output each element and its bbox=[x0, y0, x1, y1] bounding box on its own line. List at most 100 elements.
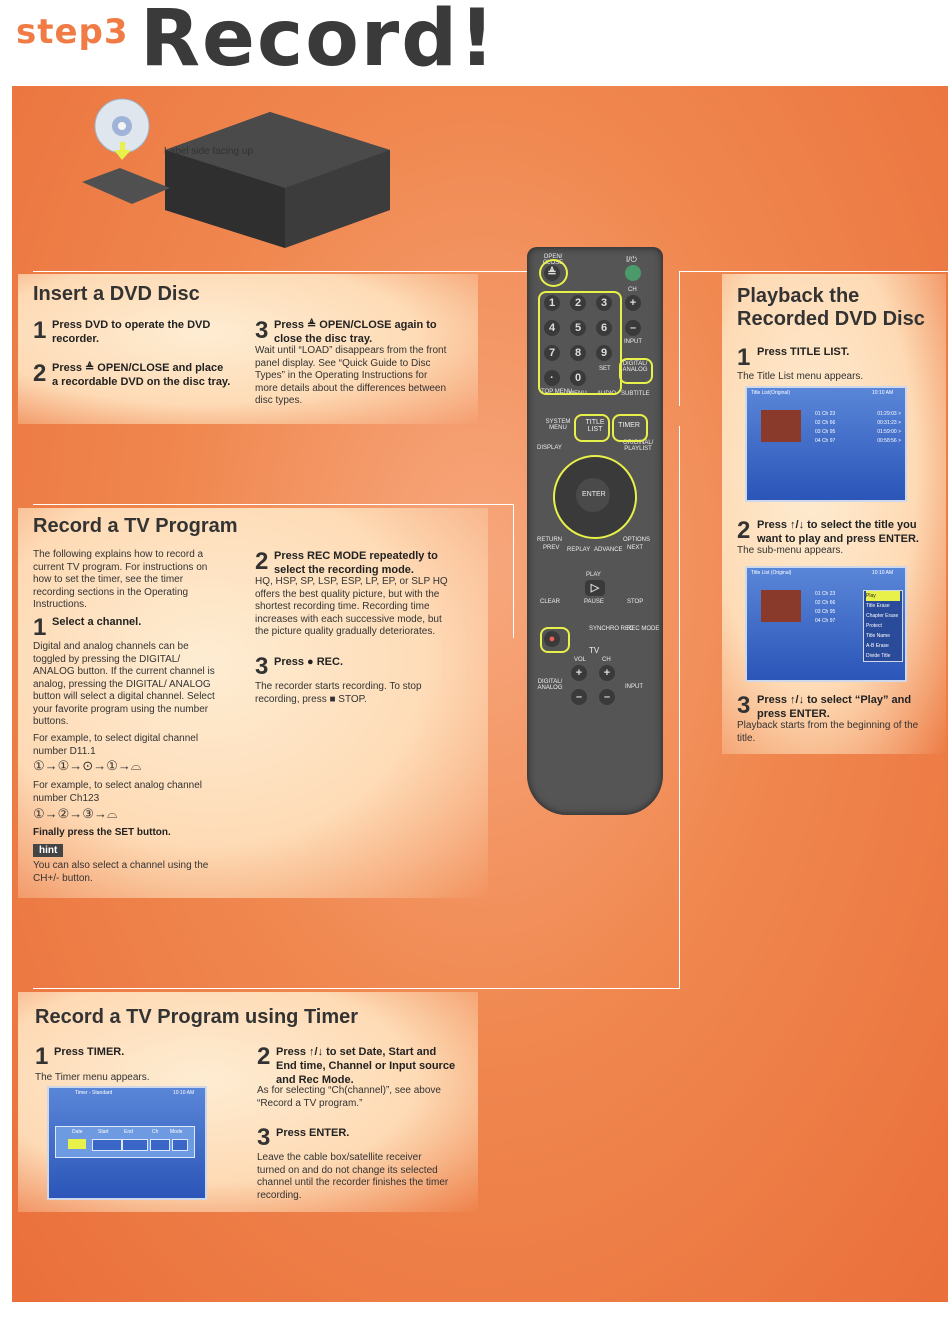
power-button[interactable] bbox=[625, 265, 641, 281]
enter-button[interactable] bbox=[576, 478, 610, 512]
vol-plus-button[interactable]: + bbox=[571, 665, 587, 681]
timer-date-field[interactable] bbox=[68, 1139, 86, 1149]
timer-button[interactable]: TIMER bbox=[618, 422, 640, 429]
title-rows: 01 Ch 23 02 Ch 66 03 Ch 95 04 Ch 97 bbox=[815, 590, 863, 626]
screen-time: 10:10 AM bbox=[173, 1090, 195, 1096]
playback-step1: Press TITLE LIST. bbox=[757, 346, 850, 358]
title-row[interactable]: 02 Ch 66 bbox=[815, 600, 836, 606]
submenu-item[interactable]: A-B Erase bbox=[866, 643, 889, 649]
title-row[interactable]: 02 Ch 66 bbox=[815, 420, 836, 426]
connector-line bbox=[513, 504, 514, 638]
example2-sequence: ①→②→③→⌓ bbox=[33, 806, 118, 821]
ch-minus-button[interactable]: – bbox=[625, 320, 641, 336]
title-row[interactable]: 04 Ch 97 bbox=[815, 438, 836, 444]
key-2[interactable]: 2 bbox=[570, 295, 586, 311]
rec-button[interactable]: ● bbox=[544, 631, 560, 647]
rec-mode-label: REC MODE bbox=[627, 626, 660, 632]
step-number: 2 bbox=[737, 517, 751, 544]
timer-step1-body: The Timer menu appears. bbox=[35, 1072, 150, 1083]
screen-time: 10:10 AM bbox=[872, 570, 894, 576]
digital-analog-highlight bbox=[619, 358, 653, 384]
key-5[interactable]: 5 bbox=[570, 320, 586, 336]
playback-step1-body: The Title List menu appears. bbox=[737, 371, 864, 382]
step-number: 2 bbox=[33, 360, 47, 387]
subtitle-label: SUBTITLE bbox=[621, 391, 650, 397]
connector-line bbox=[33, 504, 513, 505]
play-button[interactable]: ▷ bbox=[585, 580, 605, 596]
example1: For example, to select digital channel n… bbox=[33, 733, 199, 757]
playback-step3: Press ↑/↓ to select “Play” and press ENT… bbox=[757, 694, 912, 720]
digital-analog-label: DIGITAL/ ANALOG bbox=[622, 361, 648, 373]
submenu: Play Title Erase Chapter Erase Protect T… bbox=[863, 590, 903, 662]
tv-digital-analog-label: DIGITAL/ ANALOG bbox=[537, 679, 563, 691]
record-step1: Select a channel. bbox=[52, 616, 142, 628]
tv-label: TV bbox=[589, 646, 600, 655]
key-dot[interactable]: · bbox=[544, 370, 560, 386]
timer-step1: Press TIMER. bbox=[54, 1046, 125, 1058]
timer-mode-field[interactable] bbox=[172, 1139, 188, 1151]
title-length: 01:59:00 > bbox=[877, 429, 901, 435]
pause-label: PAUSE bbox=[584, 599, 604, 605]
submenu-item[interactable]: Divide Title bbox=[866, 653, 891, 659]
record-step1-body: Digital and analog channels can be toggl… bbox=[33, 641, 215, 727]
submenu-item[interactable]: Protect bbox=[866, 623, 882, 629]
timer-col-end: End bbox=[124, 1129, 133, 1135]
key-0[interactable]: 0 bbox=[570, 370, 586, 386]
timer-step3-body: Leave the cable box/satellite receiver t… bbox=[257, 1152, 449, 1201]
key-6[interactable]: 6 bbox=[596, 320, 612, 336]
vol-minus-button[interactable]: – bbox=[571, 689, 587, 705]
timer-end-field[interactable] bbox=[122, 1139, 148, 1151]
submenu-item-play[interactable]: Play bbox=[866, 591, 900, 601]
key-9[interactable]: 9 bbox=[596, 345, 612, 361]
timer-step2-body: As for selecting “Ch(channel)”, see abov… bbox=[257, 1085, 441, 1109]
timer-start-field[interactable] bbox=[92, 1139, 122, 1151]
record-step3: Press ● REC. bbox=[274, 656, 344, 668]
screen-title: Title List (Original) bbox=[751, 570, 792, 576]
key-4[interactable]: 4 bbox=[544, 320, 560, 336]
example2: For example, to select analog channel nu… bbox=[33, 780, 202, 804]
record-heading: Record a TV Program bbox=[33, 515, 238, 537]
system-menu-button[interactable]: SYSTEM MENU bbox=[545, 419, 571, 431]
screen-title: Title List(Original) bbox=[751, 390, 790, 396]
title-list-screen: Title List(Original) 10:10 AM 01 Ch 23 0… bbox=[745, 386, 907, 502]
page-header: step3 Record! bbox=[0, 0, 950, 86]
submenu-item[interactable]: Title Erase bbox=[866, 603, 890, 609]
key-8[interactable]: 8 bbox=[570, 345, 586, 361]
insert-heading: Insert a DVD Disc bbox=[33, 283, 200, 305]
page-title: Record! bbox=[140, 0, 497, 84]
step-number: 1 bbox=[737, 344, 751, 371]
playback-step2-body: The sub-menu appears. bbox=[737, 545, 844, 556]
key-7[interactable]: 7 bbox=[544, 345, 560, 361]
timer-ch-field[interactable] bbox=[150, 1139, 170, 1151]
prev-label: PREV bbox=[543, 545, 560, 551]
key-3[interactable]: 3 bbox=[596, 295, 612, 311]
insert-step3-body: Wait until “LOAD” disappears from the fr… bbox=[255, 345, 447, 406]
clear-label: CLEAR bbox=[540, 599, 561, 605]
title-lengths: 01:29:03 > 00:31:23 > 01:59:00 > 00:58:5… bbox=[865, 410, 901, 446]
example1-sequence: ①→①→⊙→①→⌓ bbox=[33, 758, 142, 773]
record-intro: The following explains how to record a c… bbox=[33, 549, 208, 610]
title-row[interactable]: 01 Ch 23 bbox=[815, 411, 836, 417]
step-number: 3 bbox=[257, 1124, 271, 1151]
synchro-rec-label: SYNCHRO REC bbox=[589, 626, 634, 632]
title-row[interactable]: 03 Ch 95 bbox=[815, 609, 836, 615]
next-label: NEXT bbox=[627, 545, 644, 551]
title-row[interactable]: 01 Ch 23 bbox=[815, 591, 836, 597]
tv-ch-plus-button[interactable]: + bbox=[599, 665, 615, 681]
ch-plus-button[interactable]: + bbox=[625, 295, 641, 311]
title-row[interactable]: 04 Ch 97 bbox=[815, 618, 836, 624]
title-rows: 01 Ch 23 02 Ch 66 03 Ch 95 04 Ch 97 bbox=[815, 410, 899, 446]
title-row[interactable]: 03 Ch 95 bbox=[815, 429, 836, 435]
title-list-button[interactable]: TITLE LIST bbox=[585, 419, 605, 433]
submenu-item[interactable]: Title Name bbox=[866, 633, 890, 639]
step-label: step3 bbox=[16, 12, 129, 52]
key-1[interactable]: 1 bbox=[544, 295, 560, 311]
playback-heading: Playback the Recorded DVD Disc bbox=[737, 285, 925, 331]
insert-step1: Press DVD to operate the DVD recorder. bbox=[52, 319, 211, 345]
submenu-item[interactable]: Chapter Erase bbox=[866, 613, 899, 619]
screen-time: 10:10 AM bbox=[872, 390, 894, 396]
open-close-highlight bbox=[539, 259, 568, 287]
title-list-highlight bbox=[574, 414, 610, 442]
tv-ch-minus-button[interactable]: – bbox=[599, 689, 615, 705]
insert-panel bbox=[18, 274, 478, 424]
